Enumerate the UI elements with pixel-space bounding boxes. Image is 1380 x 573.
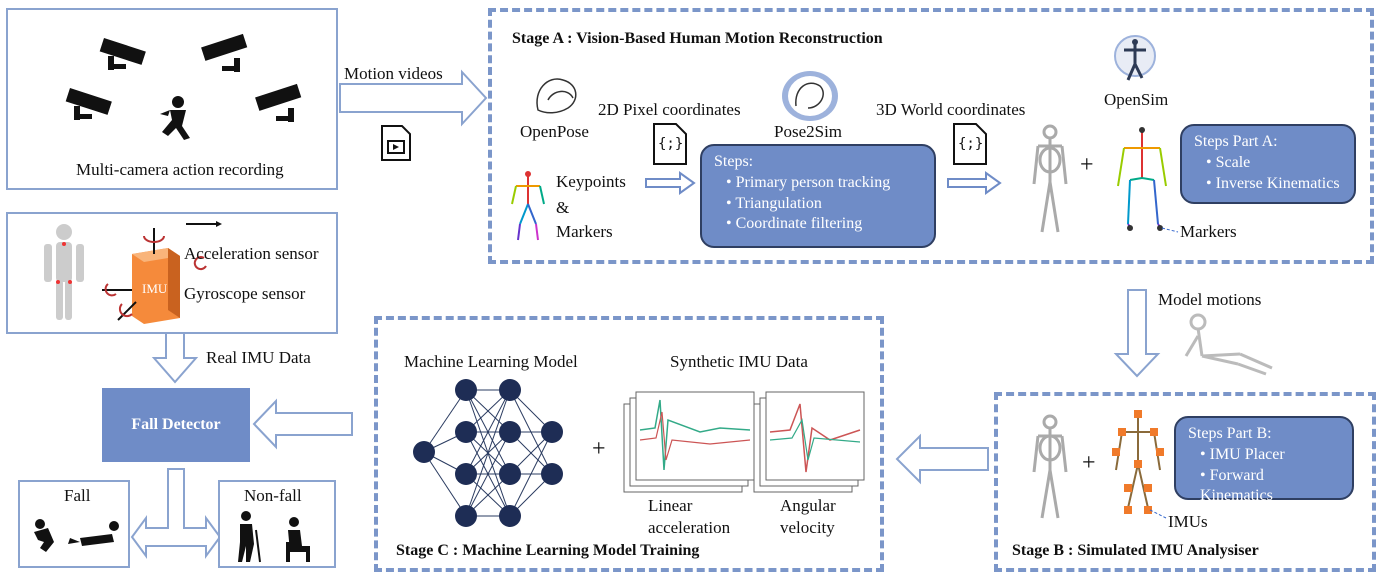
to-detector-arrow — [252, 398, 353, 450]
nonfall-label: Non-fall — [244, 486, 302, 505]
marker-model-figure — [1110, 124, 1174, 236]
nonfall-icons — [238, 511, 310, 563]
markers-label: Markers — [556, 222, 613, 241]
synthetic-label: Synthetic IMU Data — [670, 352, 808, 371]
imu-illustration — [44, 221, 222, 324]
real-imu-arrow — [151, 331, 199, 384]
sitting-skeleton — [1180, 312, 1280, 378]
angular-label-2: velocity — [780, 518, 835, 537]
plus-b: + — [1082, 450, 1096, 476]
json-file-icon: {;} — [652, 122, 688, 166]
amp-label: & — [556, 198, 570, 217]
stage-a-part-a: Steps Part A: Scale Inverse Kinematics — [1180, 124, 1356, 204]
step-item: Primary person tracking — [726, 173, 922, 194]
skeleton-figure — [1030, 124, 1070, 236]
opensim-logo — [1110, 34, 1160, 86]
json-file-icon-2: {;} — [952, 122, 988, 166]
to-steps-arrow — [645, 171, 696, 195]
stage-c-title: Stage C : Machine Learning Model Trainin… — [396, 542, 700, 559]
stage-b-box — [994, 392, 1376, 572]
model-motions-label: Model motions — [1158, 290, 1262, 309]
stage-a-box — [488, 8, 1374, 264]
world-coords-label: 3D World coordinates — [876, 100, 1026, 119]
accel-label: Acceleration sensor — [184, 244, 319, 263]
keypoints-label: Keypoints — [556, 172, 626, 191]
to-opensim-arrow — [947, 171, 1002, 195]
falling-person-icon — [160, 96, 190, 140]
openpose-logo — [528, 70, 588, 120]
motion-videos-label: Motion videos — [344, 64, 443, 83]
pixel-coords-label: 2D Pixel coordinates — [598, 100, 741, 119]
gyro-label: Gyroscope sensor — [184, 284, 306, 303]
openpose-label: OpenPose — [520, 122, 589, 141]
body-figure — [44, 224, 84, 320]
step-item: Scale — [1206, 153, 1342, 174]
angular-label-1: Angular — [780, 496, 836, 515]
plus-a: + — [1080, 152, 1094, 178]
fall-box: Fall — [18, 480, 130, 568]
ml-model-label: Machine Learning Model — [404, 352, 578, 371]
keypoints-figure — [508, 168, 548, 244]
real-imu-label: Real IMU Data — [206, 348, 311, 367]
pose2sim-label: Pose2Sim — [774, 122, 843, 141]
step-item: Coordinate filtering — [726, 214, 922, 235]
step-item: IMU Placer — [1200, 445, 1340, 466]
recording-label: Multi-camera action recording — [76, 160, 284, 179]
video-file-icon — [380, 124, 412, 162]
stage-a-title: Stage A : Vision-Based Human Motion Reco… — [512, 30, 883, 47]
step-item: Inverse Kinematics — [1206, 174, 1342, 195]
imu-placement-figure — [1110, 408, 1174, 520]
stage-b-title: Stage B : Simulated IMU Analysiser — [1012, 542, 1259, 559]
markers-right-label: Markers — [1180, 222, 1237, 241]
fall-icons — [34, 519, 119, 552]
skeleton-figure-b — [1030, 414, 1070, 522]
plus-c: + — [592, 436, 606, 462]
fall-detector: Fall Detector — [102, 388, 250, 462]
imu-text: IMU — [142, 281, 168, 296]
stage-b-part-b: Steps Part B: IMU Placer Forward Kinemat… — [1174, 416, 1354, 504]
camera-icons — [65, 33, 302, 140]
opensim-label: OpenSim — [1104, 90, 1169, 109]
stage-c-box — [374, 316, 884, 572]
stage-a-steps: Steps: Primary person tracking Triangula… — [700, 144, 936, 248]
nonfall-box: Non-fall — [218, 480, 336, 568]
linear-label-1: Linear — [648, 496, 693, 515]
model-motions-arrow — [1113, 289, 1161, 378]
fall-label: Fall — [64, 486, 91, 505]
linear-label-2: acceleration — [648, 518, 731, 537]
step-item: Forward Kinematics — [1200, 466, 1340, 508]
step-item: Triangulation — [726, 194, 922, 215]
imus-label: IMUs — [1168, 512, 1208, 531]
to-stage-c-arrow — [895, 433, 989, 485]
split-arrow — [130, 468, 222, 560]
pose2sim-logo — [780, 70, 840, 122]
motion-videos-arrow — [339, 69, 488, 127]
recording-box: Multi-camera action recording — [6, 8, 338, 190]
imu-sensor-box: IMU Acceleration sensor Gyroscope sensor — [6, 212, 338, 334]
